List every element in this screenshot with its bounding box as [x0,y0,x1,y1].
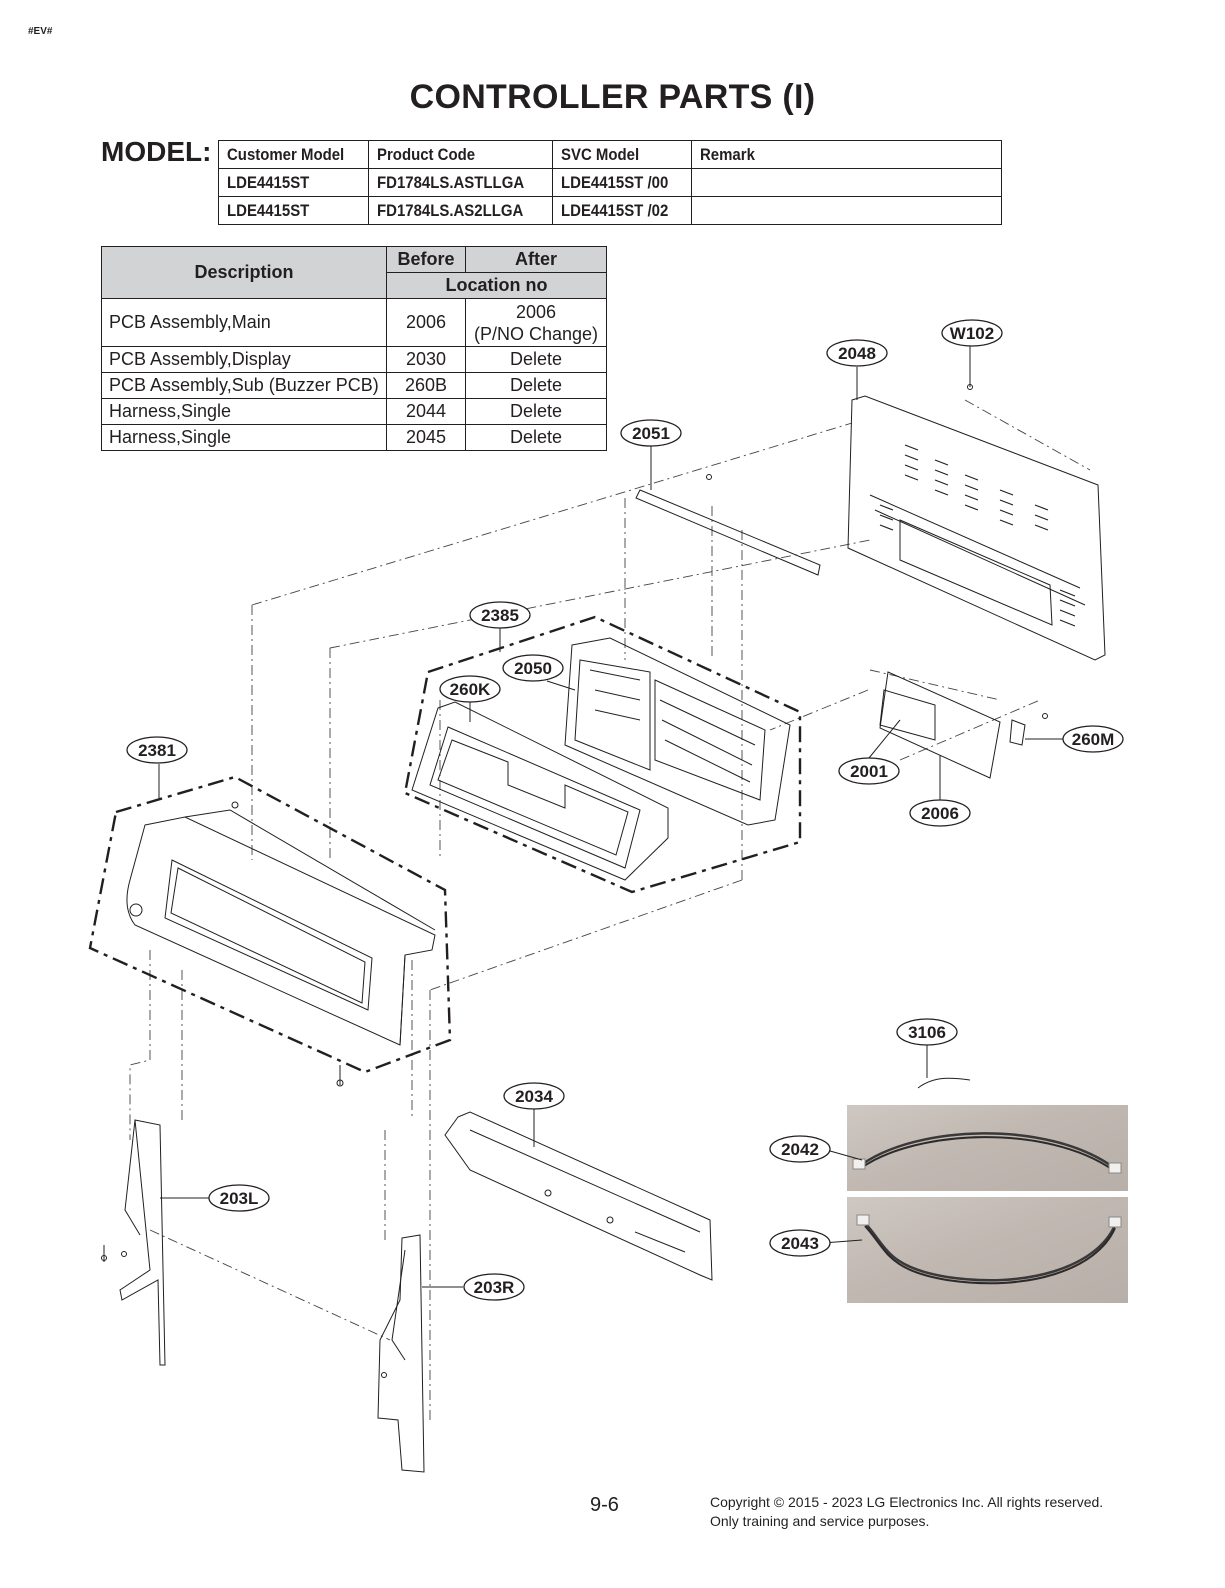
table-cell: LDE4415ST [217,196,370,225]
callout-203r: 203R [463,1273,525,1301]
pcb-drawing [879,671,1048,779]
svg-text:3106: 3106 [908,1023,946,1042]
rear-cover-drawing [847,384,1106,661]
after-header: After [465,246,607,273]
harness-photo-2043 [847,1197,1128,1303]
before-cell: 2030 [386,346,466,373]
table-cell: LDE4415ST /02 [552,196,693,225]
svg-text:2050: 2050 [514,659,552,678]
callout-260k: 260K [439,675,501,703]
table-cell: FD1784LS.ASTLLGA [368,168,554,197]
copyright-line: Only training and service purposes. [710,1513,930,1529]
after-cell: Delete [465,424,607,451]
svg-text:260K: 260K [450,680,491,699]
model-table-header-row: Customer Model Product Code SVC Model Re… [217,140,1002,169]
after-note: (P/NO Change) [473,323,599,344]
group-outline-2385 [403,615,802,894]
side-bracket-right-drawing [377,1234,425,1473]
svg-text:2001: 2001 [850,762,888,781]
harness-3106-drawing [917,1077,971,1089]
before-cell: 2045 [386,424,466,451]
location-header: Location no [386,272,607,299]
callout-2034: 2034 [503,1082,565,1110]
callout-2051: 2051 [620,419,682,447]
after-cell: Delete [465,398,607,425]
before-cell: 2044 [386,398,466,425]
svg-text:2051: 2051 [632,424,670,443]
callout-203l: 203L [208,1184,270,1212]
callout-260m: 260M [1062,725,1124,753]
callout-2385: 2385 [469,601,531,629]
after-value: 2006 [515,301,557,322]
description-cell: PCB Assembly,Sub (Buzzer PCB) [101,372,387,399]
column-header: SVC Model [552,140,693,169]
before-cell: 260B [386,372,466,399]
leader-lines [158,346,1093,1288]
before-cell: 2006 [386,298,466,347]
assembly-guide-lines [129,399,1091,1420]
page-title: CONTROLLER PARTS (I) [409,78,816,116]
table-cell: LDE4415ST /00 [552,168,693,197]
harness-cable-drawing [852,1132,1122,1174]
description-cell: Harness,Single [101,398,387,425]
copyright-line: Copyright © 2015 - 2023 LG Electronics I… [710,1494,1104,1510]
display-window-drawing [411,701,669,881]
callout-2006: 2006 [909,799,971,827]
callout-2050: 2050 [502,654,564,682]
callout-2042: 2042 [769,1135,831,1163]
model-label: MODEL: [101,136,212,167]
svg-text:2381: 2381 [138,741,176,760]
description-header: Description [101,246,387,299]
page-number: 9-6 [590,1494,619,1516]
table-row: LDE4415ST FD1784LS.AS2LLGA LDE4415ST /02 [217,196,1002,225]
table-cell [691,196,1002,225]
svg-text:203R: 203R [474,1278,515,1297]
svg-text:2048: 2048 [838,344,876,363]
display-frame-drawing [564,637,791,826]
group-outline-2381 [88,775,452,1074]
svg-text:260M: 260M [1072,730,1115,749]
callout-2001: 2001 [838,757,900,785]
callout-3106: 3106 [896,1018,958,1046]
callout-2043: 2043 [769,1229,831,1257]
copyright-notice: Copyright © 2015 - 2023 LG Electronics I… [710,1493,1103,1531]
callout-2048: 2048 [826,339,888,367]
harness-cable-drawing [856,1214,1122,1285]
svg-text:203L: 203L [220,1189,259,1208]
bracket-2034-drawing [444,1111,713,1281]
svg-text:2034: 2034 [515,1087,553,1106]
side-bracket-left-drawing [101,1119,166,1366]
table-row: Harness,Single 2045 Delete [101,424,607,451]
column-header: Product Code [368,140,554,169]
svg-text:2006: 2006 [921,804,959,823]
column-header: Remark [691,140,1002,169]
description-cell: Harness,Single [101,424,387,451]
bracket-2051-drawing [635,489,821,576]
svg-text:2042: 2042 [781,1140,819,1159]
change-table: Description Before After Location no PCB… [101,246,607,451]
svg-text:2385: 2385 [481,606,519,625]
document-tag: #EV# [28,26,53,37]
callout-2381: 2381 [126,736,188,764]
table-cell: FD1784LS.AS2LLGA [368,196,554,225]
control-panel-drawing [126,801,436,1087]
svg-text:W102: W102 [950,324,994,343]
column-header: Customer Model [217,140,370,169]
table-row: Harness,Single 2044 Delete [101,398,607,425]
callout-w102: W102 [941,319,1003,347]
harness-photo-2042 [847,1105,1128,1191]
table-cell: LDE4415ST [217,168,370,197]
table-row: PCB Assembly,Main 2006 2006 (P/NO Change… [101,298,607,347]
model-table: Customer Model Product Code SVC Model Re… [217,140,1002,225]
screw-icon [706,474,712,480]
after-cell: 2006 (P/NO Change) [465,298,607,347]
svg-text:2043: 2043 [781,1234,819,1253]
table-row: LDE4415ST FD1784LS.ASTLLGA LDE4415ST /00 [217,168,1002,197]
